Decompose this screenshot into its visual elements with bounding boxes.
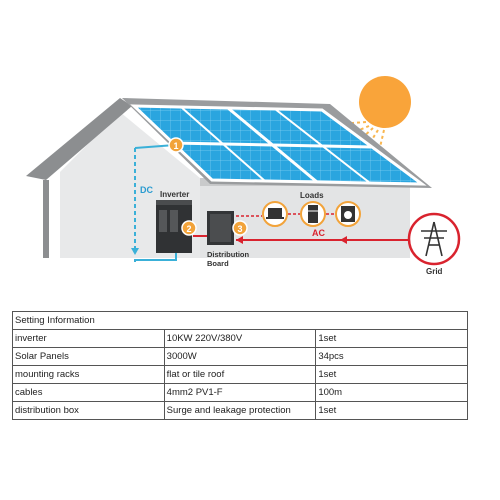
spec-cell: Surge and leakage protection [163,401,317,420]
table-title: Setting Information [12,311,468,330]
solar-system-diagram: DC Inverter Distribution Board Loads [26,76,461,276]
item-cell: distribution box [12,401,165,420]
grid-tower-icon [407,212,461,266]
table-row: mounting racks flat or tile roof 1set [12,365,468,384]
ac-line [193,235,410,244]
marker-3: 3 [232,220,248,236]
inverter-label: Inverter [160,190,189,199]
refrigerator-icon [300,201,326,227]
washing-machine-icon [335,201,361,227]
spec-cell: 3000W [163,347,317,366]
ac-label: AC [312,228,325,238]
qty-cell: 34pcs [315,347,468,366]
laptop-icon [262,201,288,227]
qty-cell: 100m [315,383,468,402]
table-row: Solar Panels 3000W 34pcs [12,347,468,366]
qty-cell: 1set [315,365,468,384]
spec-cell: 10KW 220V/380V [163,329,317,348]
solar-panel-icon [130,104,427,186]
svg-text:2: 2 [186,224,191,234]
qty-cell: 1set [315,401,468,420]
table-row: inverter 10KW 220V/380V 1set [12,329,468,348]
svg-text:1: 1 [173,141,178,151]
table-title-row: Setting Information [12,311,468,330]
item-cell: cables [12,383,165,402]
setting-information-table: Setting Information inverter 10KW 220V/3… [12,311,468,420]
qty-cell: 1set [315,329,468,348]
dc-line [131,144,177,262]
table-row: cables 4mm2 PV1-F 100m [12,383,468,402]
distribution-board-label-line2: Board [207,259,229,268]
item-cell: mounting racks [12,365,165,384]
distribution-board-icon [207,211,234,245]
loads-connectors [236,213,336,217]
spec-cell: flat or tile roof [163,365,317,384]
item-cell: inverter [12,329,165,348]
dc-label: DC [140,185,153,195]
loads-label: Loads [300,191,324,200]
svg-text:3: 3 [237,224,242,234]
table-row: distribution box Surge and leakage prote… [12,401,468,420]
marker-1: 1 [168,137,184,153]
distribution-board-label-line1: Distribution [207,250,249,259]
item-cell: Solar Panels [12,347,165,366]
grid-label: Grid [426,267,443,276]
spec-cell: 4mm2 PV1-F [163,383,317,402]
marker-2: 2 [181,220,197,236]
